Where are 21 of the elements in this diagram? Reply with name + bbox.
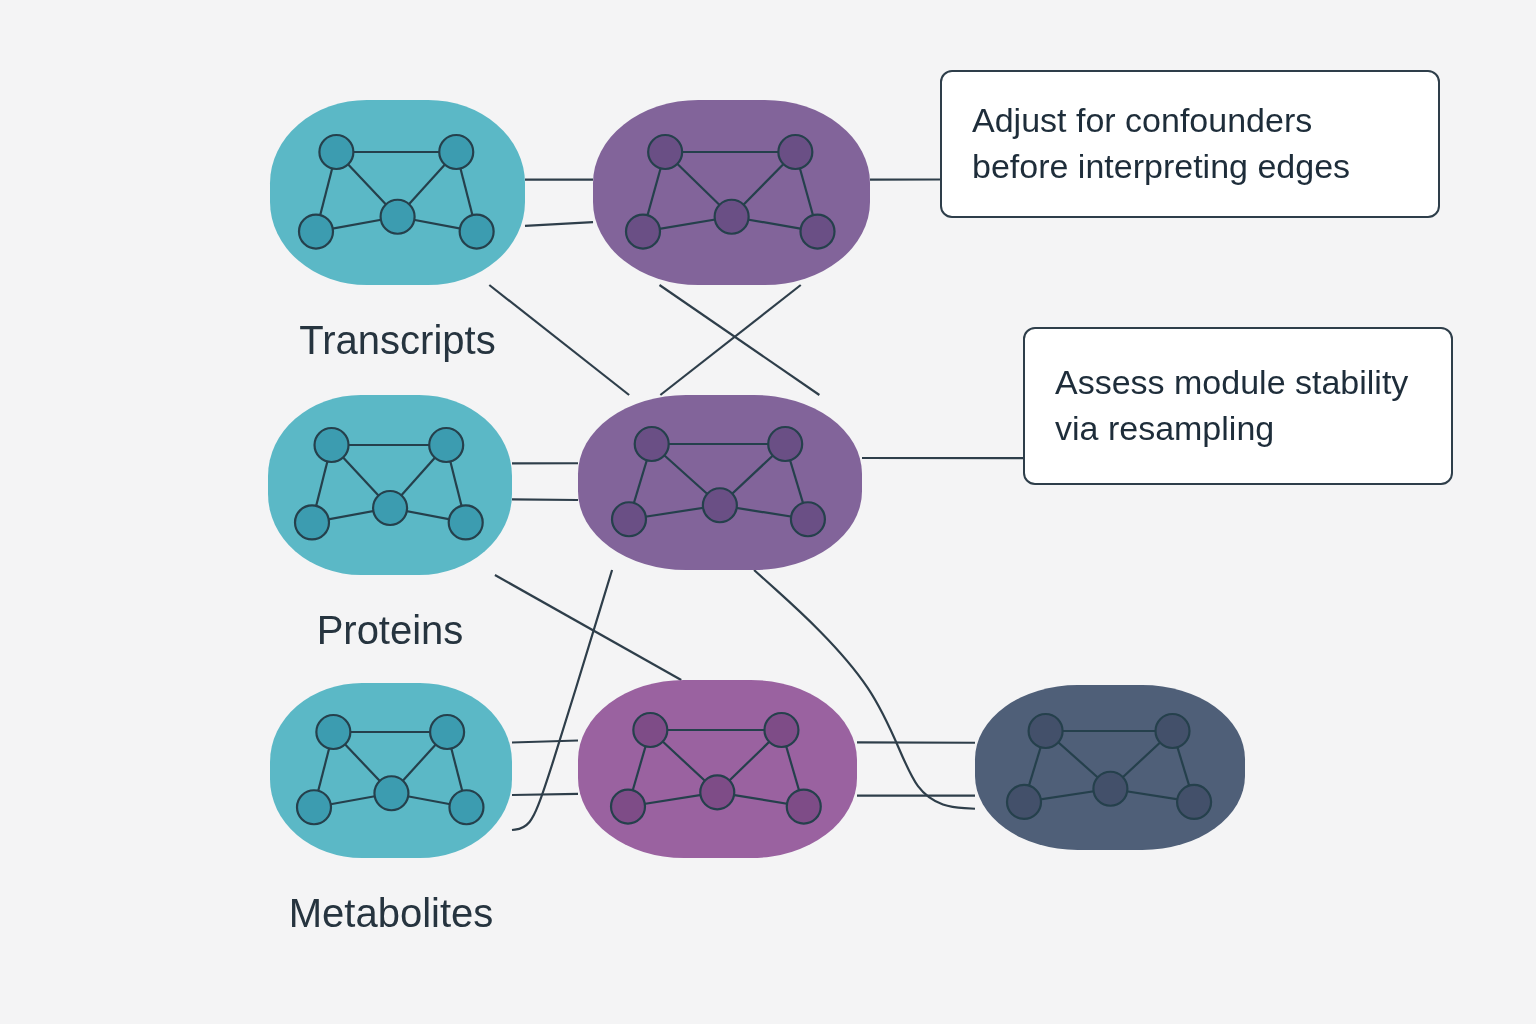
callout-text: Assess module stability via resampling	[1055, 362, 1410, 449]
connector-line	[862, 456, 1023, 460]
node-label: Proteins	[316, 608, 464, 652]
connector-line	[524, 221, 594, 227]
connector-line	[525, 178, 593, 181]
connector-line	[511, 739, 579, 744]
connector-line	[857, 794, 975, 797]
connector-line	[512, 462, 578, 465]
connector-line	[870, 178, 940, 181]
node-label: Transcripts	[299, 318, 496, 362]
callout-box	[940, 70, 1440, 218]
connector-line	[857, 741, 975, 744]
callout-text: Adjust for confounders before interpreting edges	[972, 100, 1352, 187]
connector-line	[511, 569, 614, 832]
connector-line	[488, 284, 630, 396]
connector-line	[512, 498, 578, 502]
connector-line	[494, 574, 682, 681]
node-label: Metabolites	[288, 891, 494, 935]
connector-line	[512, 792, 578, 797]
connector-line	[753, 569, 976, 810]
callout-box	[1023, 327, 1453, 485]
